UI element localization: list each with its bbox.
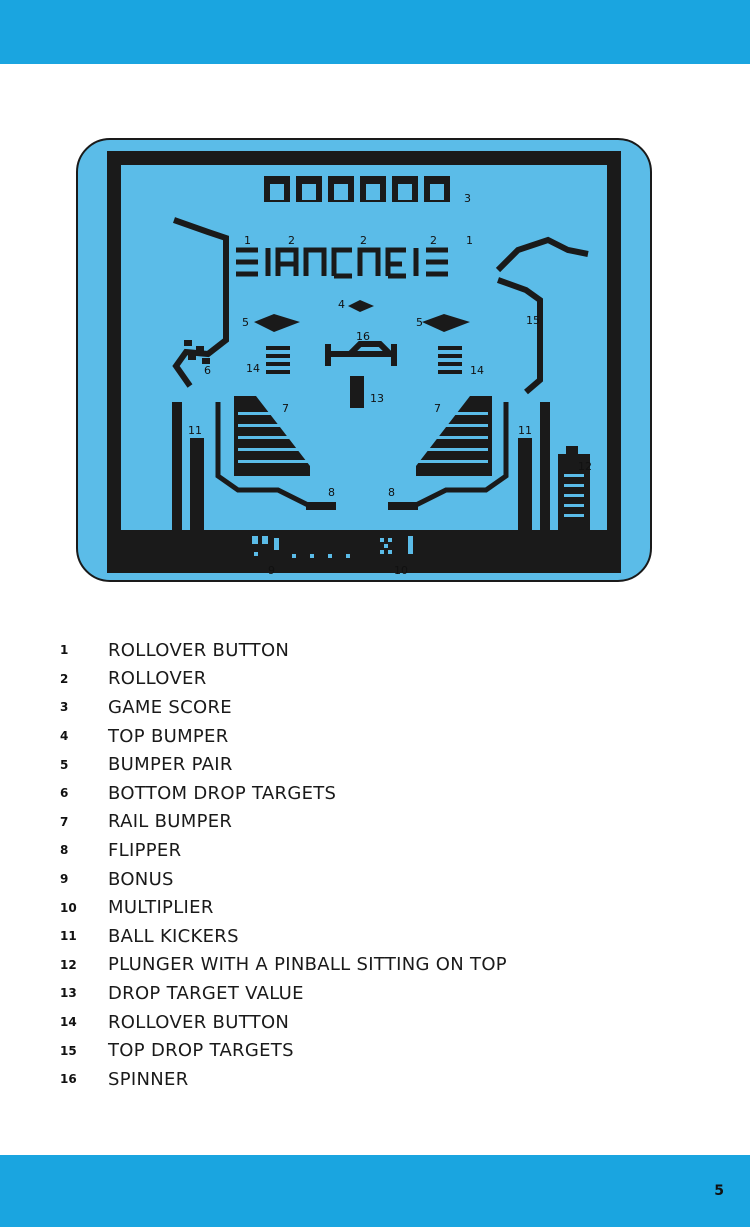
bumper-pair bbox=[254, 314, 470, 332]
right-lane-wall bbox=[412, 402, 509, 509]
legend-label: ROLLOVER BUTTON bbox=[108, 639, 290, 661]
callout-13: 13 bbox=[370, 392, 384, 405]
legend-label: ROLLOVER bbox=[108, 668, 207, 690]
legend-number: 8 bbox=[60, 843, 69, 858]
legend-item: 10 MULTIPLIER bbox=[60, 893, 507, 922]
callout-14: 14 bbox=[246, 362, 260, 375]
callout-15: 15 bbox=[526, 314, 540, 327]
callout-10: 10 bbox=[394, 564, 408, 577]
top-bumper bbox=[348, 300, 374, 312]
left-lane-wall bbox=[215, 402, 312, 509]
callout-4: 4 bbox=[338, 298, 345, 311]
legend-number: 5 bbox=[60, 757, 69, 772]
legend-number: 10 bbox=[60, 900, 77, 915]
callout-14: 14 bbox=[470, 364, 484, 377]
pinball-screen-diagram: 3 1 2 2 2 1 4 5 5 15 16 6 14 14 13 7 7 1… bbox=[76, 138, 652, 582]
legend-number: 3 bbox=[60, 700, 69, 715]
bottom-drop-targets bbox=[184, 340, 210, 364]
callout-1: 1 bbox=[466, 234, 473, 247]
legend-number: 12 bbox=[60, 957, 77, 972]
legend-label: BONUS bbox=[108, 868, 174, 890]
rollover-row bbox=[236, 247, 448, 279]
callout-11: 11 bbox=[188, 424, 202, 437]
legend-number: 14 bbox=[60, 1015, 77, 1030]
bottom-status-bar bbox=[114, 530, 614, 566]
callout-5: 5 bbox=[416, 316, 423, 329]
game-score-display bbox=[264, 176, 450, 202]
legend-number: 9 bbox=[60, 872, 69, 887]
legend-number: 13 bbox=[60, 986, 77, 1001]
right-upper-wall bbox=[495, 236, 589, 395]
legend-item: 13 DROP TARGET VALUE bbox=[60, 979, 507, 1008]
legend-label: DROP TARGET VALUE bbox=[108, 982, 304, 1004]
rollover-buttons-14 bbox=[266, 346, 462, 374]
spinner bbox=[325, 341, 397, 366]
legend-item: 4 TOP BUMPER bbox=[60, 722, 507, 751]
callout-5: 5 bbox=[242, 316, 249, 329]
callout-12: 12 bbox=[578, 460, 592, 473]
legend-number: 6 bbox=[60, 786, 69, 801]
legend-label: MULTIPLIER bbox=[108, 897, 214, 919]
legend-number: 16 bbox=[60, 1072, 77, 1087]
legend-item: 8 FLIPPER bbox=[60, 836, 507, 865]
callout-3: 3 bbox=[464, 192, 471, 205]
legend-label: TOP BUMPER bbox=[108, 725, 229, 747]
bottom-color-band: 5 bbox=[0, 1155, 750, 1227]
callout-16: 16 bbox=[356, 330, 370, 343]
callout-2: 2 bbox=[288, 234, 295, 247]
legend-label: BOTTOM DROP TARGETS bbox=[108, 782, 337, 804]
legend-label: BALL KICKERS bbox=[108, 925, 239, 947]
legend-item: 14 ROLLOVER BUTTON bbox=[60, 1008, 507, 1037]
left-upper-wall bbox=[172, 217, 229, 388]
legend-label: GAME SCORE bbox=[108, 696, 232, 718]
multiplier-indicator bbox=[380, 536, 413, 554]
callout-2: 2 bbox=[360, 234, 367, 247]
legend-item: 9 BONUS bbox=[60, 865, 507, 894]
callout-7: 7 bbox=[282, 402, 289, 415]
drop-target-value bbox=[350, 376, 364, 408]
pinball-playfield-drawing: 3 1 2 2 2 1 4 5 5 15 16 6 14 14 13 7 7 1… bbox=[107, 151, 621, 577]
callout-6: 6 bbox=[204, 364, 211, 377]
callout-8: 8 bbox=[388, 486, 395, 499]
callout-2: 2 bbox=[430, 234, 437, 247]
plunger bbox=[558, 446, 590, 530]
legend-number: 11 bbox=[60, 929, 77, 944]
legend-item: 12 PLUNGER WITH A PINBALL SITTING ON TOP bbox=[60, 951, 507, 980]
bonus-indicator bbox=[252, 536, 350, 558]
page-number: 5 bbox=[714, 1183, 724, 1199]
legend-label: TOP DROP TARGETS bbox=[108, 1040, 294, 1062]
legend-item: 11 BALL KICKERS bbox=[60, 922, 507, 951]
callout-7: 7 bbox=[434, 402, 441, 415]
legend-number: 4 bbox=[60, 729, 69, 744]
ball-kickers bbox=[172, 402, 550, 530]
legend-label: RAIL BUMPER bbox=[108, 811, 233, 833]
callout-9: 9 bbox=[268, 564, 275, 577]
legend-label: ROLLOVER BUTTON bbox=[108, 1011, 290, 1033]
legend-item: 7 RAIL BUMPER bbox=[60, 808, 507, 837]
callout-8: 8 bbox=[328, 486, 335, 499]
legend-number: 1 bbox=[60, 643, 69, 658]
legend-number: 15 bbox=[60, 1043, 77, 1058]
legend-label: FLIPPER bbox=[108, 839, 182, 861]
flippers bbox=[306, 502, 418, 510]
callout-1: 1 bbox=[244, 234, 251, 247]
legend-item: 5 BUMPER PAIR bbox=[60, 750, 507, 779]
legend-number: 2 bbox=[60, 671, 69, 686]
callout-11: 11 bbox=[518, 424, 532, 437]
legend-item: 15 TOP DROP TARGETS bbox=[60, 1036, 507, 1065]
legend-label: BUMPER PAIR bbox=[108, 754, 233, 776]
top-color-band bbox=[0, 0, 750, 64]
legend-item: 16 SPINNER bbox=[60, 1065, 507, 1094]
legend-item: 6 BOTTOM DROP TARGETS bbox=[60, 779, 507, 808]
legend-label: PLUNGER WITH A PINBALL SITTING ON TOP bbox=[108, 954, 507, 976]
legend-item: 1 ROLLOVER BUTTON bbox=[60, 636, 507, 665]
legend-item: 2 ROLLOVER bbox=[60, 665, 507, 694]
legend-number: 7 bbox=[60, 814, 69, 829]
legend-item: 3 GAME SCORE bbox=[60, 693, 507, 722]
legend-label: SPINNER bbox=[108, 1068, 189, 1090]
